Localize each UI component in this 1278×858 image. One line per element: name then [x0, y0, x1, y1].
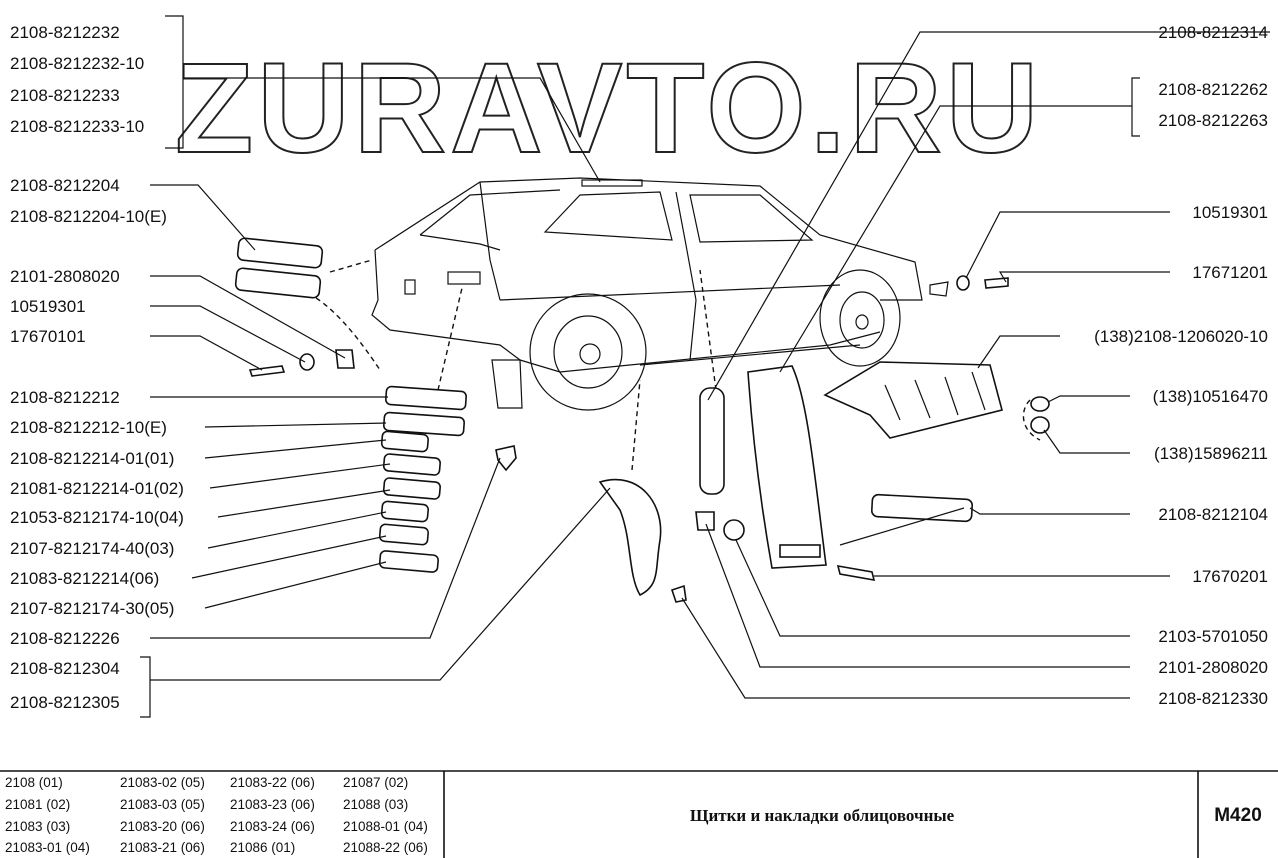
left-labels: 2108-8212232 2108-8212232-10 2108-821223…	[10, 23, 184, 712]
part-label: 2108-8212104	[1158, 505, 1268, 524]
part-label: (138)10516470	[1153, 387, 1268, 406]
model-code: 21083-21 (06)	[120, 840, 205, 855]
part-label: 2108-8212232-10	[10, 54, 144, 73]
model-code: 21088-01 (04)	[343, 819, 428, 834]
model-code: 21088-22 (06)	[343, 840, 428, 855]
model-code: 21083-22 (06)	[230, 775, 315, 790]
part-label: 2108-8212212-10(E)	[10, 418, 167, 437]
sheet-code: М420	[1214, 805, 1262, 826]
part-label: 2108-8212233-10	[10, 117, 144, 136]
part-label: 21083-8212214(06)	[10, 569, 159, 588]
title-block: 2108 (01) 21083-02 (05) 21083-22 (06) 21…	[0, 770, 1278, 858]
part-label: (138)15896211	[1154, 444, 1268, 463]
part-label: 2108-8212214-01(01)	[10, 449, 174, 468]
part-label: 2108-8212226	[10, 629, 120, 648]
part-label: 17671201	[1192, 263, 1268, 282]
part-label: 2108-8212232	[10, 23, 120, 42]
part-label: 2107-8212174-30(05)	[10, 599, 174, 618]
part-label: 21081-8212214-01(02)	[10, 479, 184, 498]
part-label: 21053-8212174-10(04)	[10, 508, 184, 527]
dashed-indicators	[299, 259, 1041, 471]
part-label: 17670101	[10, 327, 86, 346]
model-code: 21081 (02)	[5, 797, 70, 812]
part-label: 10519301	[1192, 203, 1268, 222]
model-code: 2108 (01)	[5, 775, 63, 790]
part-label: 2101-2808020	[10, 267, 120, 286]
part-label: 2108-8212263	[1158, 111, 1268, 130]
part-label: 2108-8212314	[1158, 23, 1268, 42]
model-code: 21083-03 (05)	[120, 797, 205, 812]
part-label: 2108-8212304	[10, 659, 120, 678]
sheet-title: Щитки и накладки облицовочные	[690, 806, 955, 825]
part-label: 2108-8212305	[10, 693, 120, 712]
model-code: 21086 (01)	[230, 840, 295, 855]
part-label: 2103-5701050	[1158, 627, 1268, 646]
part-label: (138)2108-1206020-10	[1094, 327, 1268, 346]
watermark-text: ZURAVTO.RU	[175, 37, 1042, 180]
part-label: 2108-8212204-10(E)	[10, 207, 167, 226]
part-label: 2107-8212174-40(03)	[10, 539, 174, 558]
part-label: 2108-8212262	[1158, 80, 1268, 99]
model-code: 21083-20 (06)	[120, 819, 205, 834]
right-labels: 2108-8212314 2108-8212262 2108-8212263 1…	[1094, 23, 1268, 708]
part-label: 2108-8212204	[10, 176, 120, 195]
model-code: 21083 (03)	[5, 819, 70, 834]
part-label: 2101-2808020	[1158, 658, 1268, 677]
part-label: 2108-8212233	[10, 86, 120, 105]
part-label: 10519301	[10, 297, 86, 316]
part-label: 2108-8212212	[10, 388, 120, 407]
model-code: 21083-23 (06)	[230, 797, 315, 812]
parts	[234, 237, 1050, 603]
part-label: 17670201	[1192, 567, 1268, 586]
model-code: 21083-24 (06)	[230, 819, 315, 834]
model-code: 21083-01 (04)	[5, 840, 90, 855]
part-label: 2108-8212330	[1158, 689, 1268, 708]
model-code: 21087 (02)	[343, 775, 408, 790]
car-drawing	[371, 177, 949, 411]
leader-lines	[140, 15, 1270, 718]
model-code: 21083-02 (05)	[120, 775, 205, 790]
model-code: 21088 (03)	[343, 797, 408, 812]
